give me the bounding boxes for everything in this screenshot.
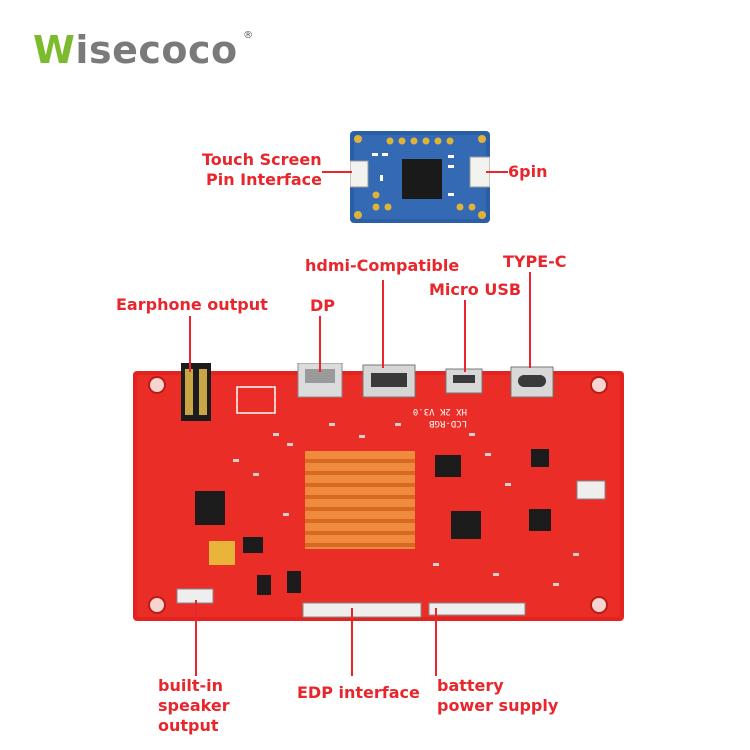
label-hdmi: hdmi-Compatible bbox=[305, 256, 460, 275]
brand-logo: Wisecoco ® bbox=[33, 28, 253, 72]
label-speaker: built-in speaker output bbox=[158, 676, 230, 736]
label-battery: battery power supply bbox=[437, 676, 558, 716]
label-speaker-line3: output bbox=[158, 716, 219, 735]
label-dp: DP bbox=[310, 296, 336, 315]
label-earphone: Earphone output bbox=[116, 295, 268, 314]
label-type-c: TYPE-C bbox=[503, 252, 567, 271]
label-touch-line1: Touch Screen bbox=[202, 150, 322, 169]
main-controller-board: HX 2K V3.0 LCD-RGB bbox=[133, 363, 624, 621]
label-6pin: 6pin bbox=[508, 162, 548, 181]
silkscreen-model: LCD-RGB bbox=[429, 418, 467, 428]
logo-text: isecoco bbox=[75, 28, 238, 72]
silkscreen-version: HX 2K V3.0 bbox=[413, 406, 467, 416]
label-speaker-line1: built-in bbox=[158, 676, 223, 695]
label-edp: EDP interface bbox=[297, 683, 420, 702]
registered-mark: ® bbox=[243, 30, 254, 41]
label-micro-usb: Micro USB bbox=[429, 280, 522, 299]
label-battery-line1: battery bbox=[437, 676, 504, 695]
logo-letter-w: W bbox=[33, 28, 76, 72]
label-speaker-line2: speaker bbox=[158, 696, 230, 715]
label-touch-screen: Touch Screen Pin Interface bbox=[202, 150, 322, 190]
touch-adapter-board bbox=[350, 131, 490, 223]
label-battery-line2: power supply bbox=[437, 696, 559, 715]
label-touch-line2: Pin Interface bbox=[206, 170, 322, 189]
